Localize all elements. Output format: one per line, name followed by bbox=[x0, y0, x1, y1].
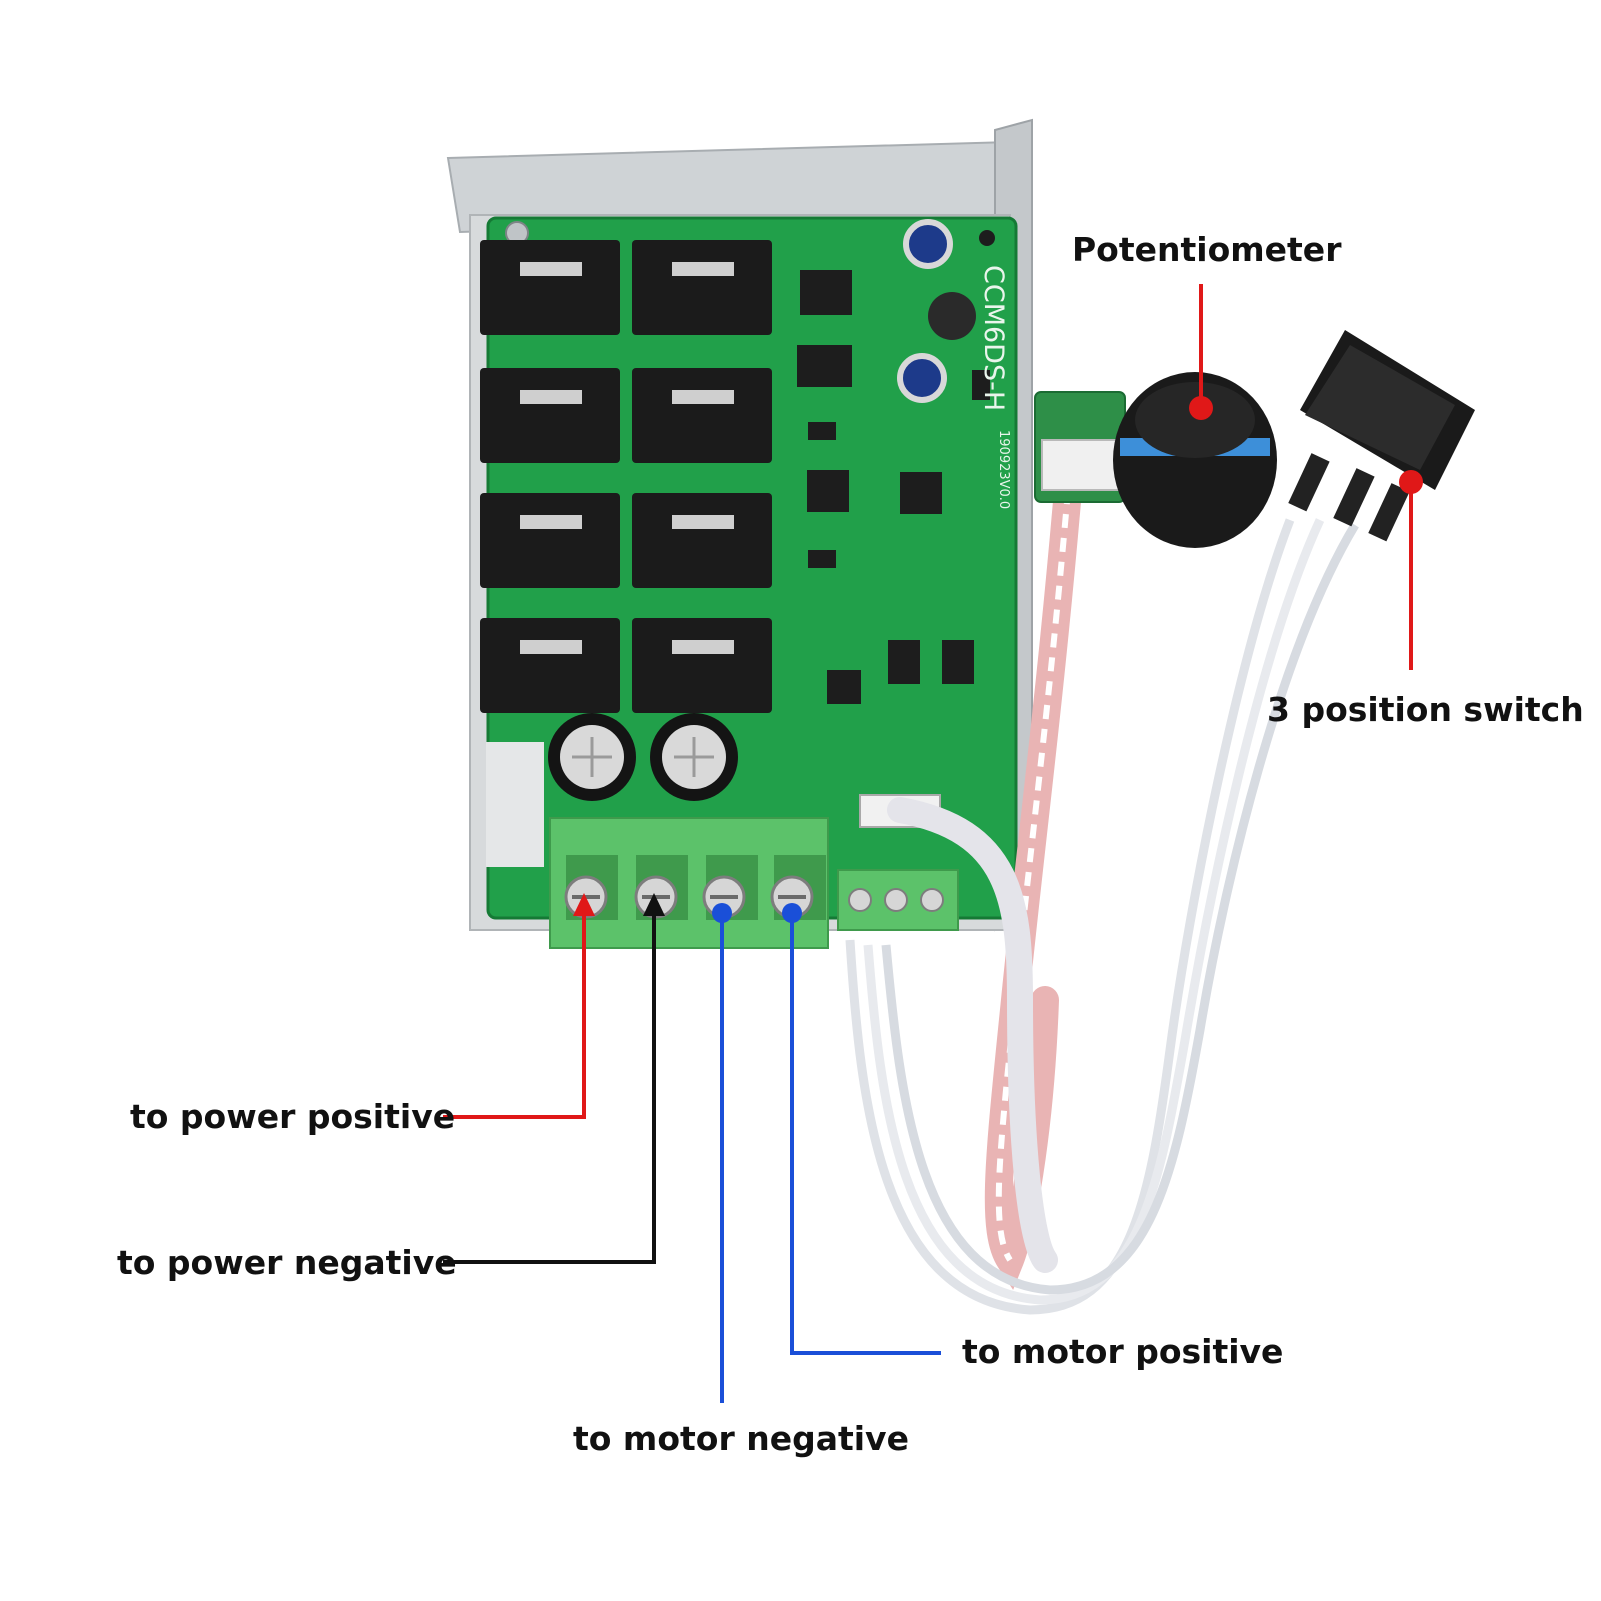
motor-positive-line bbox=[790, 917, 941, 1355]
motor-negative-marker bbox=[712, 903, 732, 923]
power-positive-label: to power positive bbox=[130, 1097, 456, 1136]
board-version-text: 190923V0.0 bbox=[996, 430, 1011, 509]
power-terminal-block bbox=[549, 817, 829, 949]
heatsink bbox=[632, 493, 772, 588]
power-negative-label: to power negative bbox=[117, 1243, 457, 1282]
motor-negative-label: to motor negative bbox=[573, 1419, 909, 1458]
motor-positive-label: to motor positive bbox=[962, 1332, 1284, 1371]
switch-label: 3 position switch bbox=[1267, 690, 1584, 729]
rotary-knob-icon bbox=[1034, 372, 1277, 548]
callout-lines bbox=[443, 284, 1413, 1403]
cables bbox=[845, 476, 1359, 1315]
power-positive-arrow bbox=[573, 893, 595, 916]
heatsink bbox=[480, 493, 620, 588]
heatsink bbox=[632, 240, 772, 335]
heatsink bbox=[480, 368, 620, 463]
heatsink bbox=[632, 618, 772, 713]
power-positive-line bbox=[443, 905, 586, 1119]
motor-positive-marker bbox=[782, 903, 802, 923]
power-negative-line bbox=[443, 905, 656, 1264]
board-model-text: CCM6DS-H bbox=[978, 265, 1009, 411]
power-negative-arrow bbox=[643, 893, 665, 916]
potentiometer-marker bbox=[1189, 396, 1213, 420]
signal-terminal-block bbox=[837, 869, 959, 931]
ic-components bbox=[797, 219, 995, 704]
heatsink-array bbox=[480, 240, 772, 713]
heatsink bbox=[632, 368, 772, 463]
potentiometer-label: Potentiometer bbox=[1072, 230, 1342, 269]
heatsink bbox=[480, 618, 620, 713]
heatsink bbox=[480, 240, 620, 335]
switch-marker bbox=[1399, 470, 1423, 494]
rocker-switch-icon bbox=[1288, 330, 1475, 542]
capacitors bbox=[548, 713, 738, 801]
